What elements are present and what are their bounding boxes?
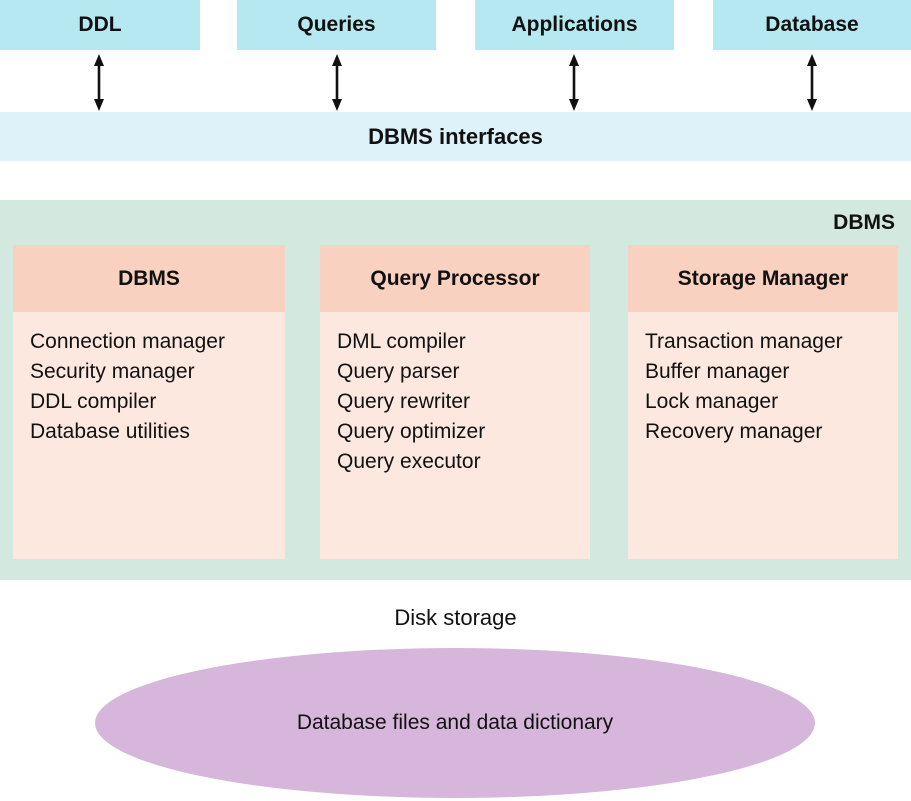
list-item: Recovery manager (645, 420, 823, 443)
card-query-processor-title: Query Processor (370, 266, 540, 290)
top-box-ddl: DDL (0, 0, 200, 50)
card-dbms-title: DBMS (118, 266, 180, 290)
dbms-container: DBMS DBMS Connection manager Security ma… (0, 200, 911, 580)
double-arrow-ddl-icon (92, 54, 106, 111)
dbms-container-label: DBMS (833, 211, 895, 234)
dbms-interfaces-label: DBMS interfaces (368, 123, 543, 149)
dbms-interfaces-bar: DBMS interfaces (0, 112, 911, 161)
top-box-database-label: Database (765, 13, 859, 36)
list-item: Security manager (30, 360, 195, 383)
card-storage-manager-header: Storage Manager (628, 245, 898, 312)
double-arrow-queries-icon (330, 54, 344, 111)
card-dbms: DBMS Connection manager Security manager… (13, 245, 285, 559)
disk-storage-label: Disk storage (394, 605, 517, 630)
card-dbms-body: Connection manager Security manager DDL … (13, 312, 285, 559)
double-arrow-applications-icon (567, 54, 581, 111)
list-item: Query parser (337, 360, 460, 383)
card-query-processor-header: Query Processor (320, 245, 590, 312)
card-storage-manager-body: Transaction manager Buffer manager Lock … (628, 312, 898, 559)
top-box-queries: Queries (237, 0, 436, 50)
card-storage-manager: Storage Manager Transaction manager Buff… (628, 245, 898, 559)
double-arrow-database-icon (805, 54, 819, 111)
card-query-processor: Query Processor DML compiler Query parse… (320, 245, 590, 559)
card-query-processor-body: DML compiler Query parser Query rewriter… (320, 312, 590, 559)
list-item: Query rewriter (337, 390, 471, 413)
top-box-database: Database (713, 0, 911, 50)
disk-storage-ellipse: Database files and data dictionary (95, 648, 815, 798)
top-box-ddl-label: DDL (78, 13, 122, 36)
top-box-applications: Applications (475, 0, 674, 50)
list-item: Connection manager (30, 330, 225, 353)
card-dbms-header: DBMS (13, 245, 285, 312)
list-item: Buffer manager (645, 360, 790, 383)
list-item: Query executor (337, 450, 481, 473)
top-box-applications-label: Applications (511, 13, 638, 36)
list-item: Database utilities (30, 420, 190, 443)
list-item: Lock manager (645, 390, 779, 413)
disk-storage-ellipse-label: Database files and data dictionary (296, 711, 614, 734)
top-box-queries-label: Queries (297, 13, 376, 36)
list-item: Query optimizer (337, 420, 486, 443)
list-item: Transaction manager (645, 330, 843, 353)
list-item: DML compiler (337, 330, 466, 353)
list-item: DDL compiler (30, 390, 157, 413)
card-storage-manager-title: Storage Manager (677, 266, 849, 290)
